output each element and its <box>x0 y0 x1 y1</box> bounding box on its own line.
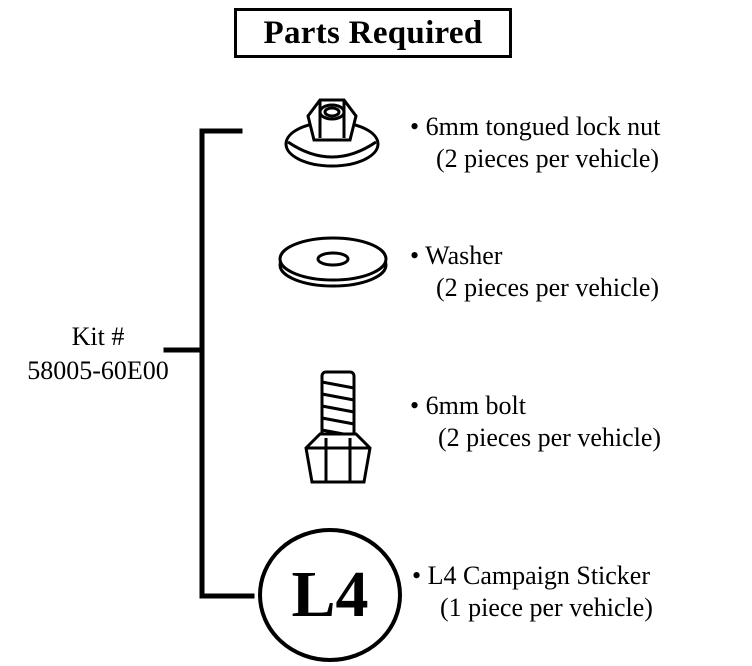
page-title: Parts Required <box>263 14 483 51</box>
bullet: • <box>410 241 420 270</box>
part-sticker: • L4 Campaign Sticker (1 piece per vehic… <box>412 561 653 623</box>
part-bolt-name: • 6mm bolt <box>410 391 661 421</box>
kit-label-text: Kit # <box>71 322 125 351</box>
bullet: • <box>410 391 420 420</box>
part-bolt-qty: (2 pieces per vehicle) <box>438 423 662 452</box>
part-name: 6mm tongued lock nut <box>425 112 661 141</box>
sticker-icon: L4 <box>256 526 404 664</box>
kit-label: Kit # 58005-60E00 <box>0 320 196 388</box>
part-name: Washer <box>425 241 503 270</box>
part-bolt: • 6mm bolt (2 pieces per vehicle) <box>410 391 661 453</box>
part-name: 6mm bolt <box>425 391 527 420</box>
bullet: • <box>412 561 422 590</box>
part-sticker-name: • L4 Campaign Sticker <box>412 561 653 591</box>
kit-number: 58005-60E00 <box>27 356 169 385</box>
lock-nut-icon <box>284 98 380 168</box>
part-lock-nut-qty: (2 pieces per vehicle) <box>436 144 660 173</box>
part-sticker-qty: (1 piece per vehicle) <box>440 593 653 622</box>
part-washer: • Washer (2 pieces per vehicle) <box>410 241 659 303</box>
part-name: L4 Campaign Sticker <box>427 561 651 590</box>
title-box: Parts Required <box>234 8 512 58</box>
part-lock-nut: • 6mm tongued lock nut (2 pieces per veh… <box>410 112 660 174</box>
part-washer-name: • Washer <box>410 241 659 271</box>
part-washer-qty: (2 pieces per vehicle) <box>436 273 660 302</box>
bullet: • <box>410 112 420 141</box>
washer-icon <box>278 236 388 288</box>
sticker-label: L4 <box>291 558 369 631</box>
bolt-icon <box>304 370 372 484</box>
part-lock-nut-name: • 6mm tongued lock nut <box>410 112 660 142</box>
sticker-circle <box>258 528 402 662</box>
